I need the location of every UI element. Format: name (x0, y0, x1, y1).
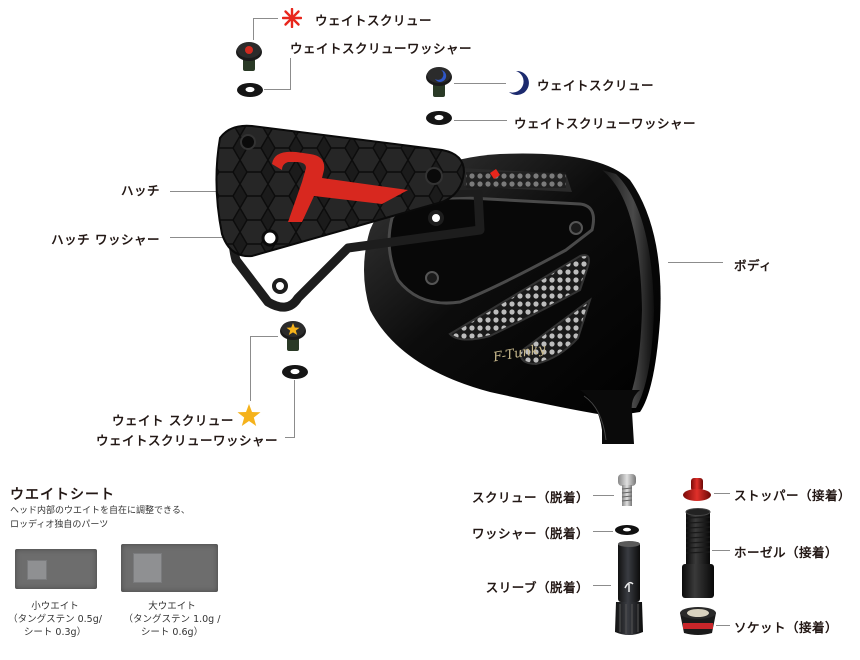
leader-line (264, 89, 291, 90)
weight-screw-washer-blue (425, 110, 453, 126)
weight-screw-yellow (278, 318, 308, 354)
small-weight-caption: 小ウエイト （タングステン 0.5g/ シート 0.3g） (5, 600, 105, 639)
small-weight-spec-line2: シート 0.3g） (23, 627, 87, 638)
weight-screw-blue (424, 64, 454, 100)
label-weight-screw-blue: ウェイトスクリュー (537, 78, 655, 93)
large-weight-spec-line2: シート 0.6g） (140, 627, 204, 638)
label-hatch: ハッチ (120, 183, 160, 198)
small-tungsten-square (27, 560, 47, 580)
small-weight-name: 小ウエイト (31, 601, 79, 612)
sleeve-washer-image (614, 524, 640, 536)
leader-line (714, 493, 730, 494)
sleeve-image (610, 540, 646, 640)
label-weight-screw-washer-yellow: ウェイトスクリューワッシャー (96, 433, 279, 448)
weight-screw-washer-red (236, 82, 264, 98)
leader-line (285, 437, 295, 438)
weight-sheet-title: ウエイトシート (10, 487, 115, 503)
small-weight-spec-line1: （タングステン 0.5g/ (8, 614, 102, 625)
label-weight-screw-red: ウェイトスクリュー (315, 13, 433, 28)
blue-crescent-moon-icon (508, 70, 530, 96)
label-body: ボディ (734, 258, 773, 273)
label-screw-removable: スクリュー（脱着） (471, 490, 589, 505)
leader-line (250, 336, 251, 401)
weight-sheet-description: ヘッド内部のウエイトを自在に調整できる、 ロッディオ独自のパーツ (10, 504, 190, 532)
weight-screw-washer-yellow (281, 364, 309, 380)
leader-line (290, 58, 291, 90)
leader-line (294, 380, 295, 438)
label-stopper-glued: ストッパー（接着） (734, 488, 852, 503)
leader-line (593, 531, 613, 532)
large-weight-caption: 大ウエイト （タングステン 1.0g / シート 0.6g） (120, 600, 224, 639)
stopper-image (682, 477, 712, 503)
hatch-plate (212, 124, 472, 258)
leader-line (593, 495, 614, 496)
yellow-star-icon (237, 403, 261, 427)
leader-line (668, 262, 723, 263)
leader-line (454, 120, 507, 121)
label-hatch-washer: ハッチ ワッシャー (51, 232, 160, 247)
leader-line (454, 83, 506, 84)
hosel-image (680, 508, 716, 600)
leader-line (253, 18, 254, 40)
leader-line (593, 585, 611, 586)
label-weight-screw-washer-blue: ウェイトスクリューワッシャー (514, 116, 697, 131)
large-weight-sheet-image (121, 544, 218, 592)
leader-line (170, 237, 235, 238)
leader-line (253, 18, 278, 19)
large-weight-spec-line1: （タングステン 1.0g / (123, 614, 221, 625)
label-sleeve-removable: スリーブ（脱着） (485, 580, 589, 595)
driver-head-body (340, 140, 680, 480)
weight-screw-red (234, 38, 264, 74)
red-starburst-icon (282, 8, 302, 28)
socket-image (678, 605, 718, 637)
large-tungsten-square (133, 553, 162, 583)
label-weight-screw-yellow: ウェイト スクリュー (112, 413, 234, 428)
label-hosel-glued: ホーゼル（接着） (734, 545, 839, 560)
weight-sheet-description-line2: ロッディオ独自のパーツ (10, 520, 109, 530)
leader-line (250, 336, 278, 337)
leader-line (712, 550, 730, 551)
weight-sheet-description-line1: ヘッド内部のウエイトを自在に調整できる、 (10, 506, 190, 516)
label-washer-removable: ワッシャー（脱着） (471, 526, 589, 541)
large-weight-name: 大ウエイト (148, 601, 196, 612)
sleeve-screw-image (616, 472, 638, 508)
label-weight-screw-washer-red: ウェイトスクリューワッシャー (290, 41, 473, 56)
leader-line (170, 191, 218, 192)
small-weight-sheet-image (15, 549, 97, 589)
label-socket-glued: ソケット（接着） (734, 620, 839, 635)
leader-line (716, 625, 730, 626)
